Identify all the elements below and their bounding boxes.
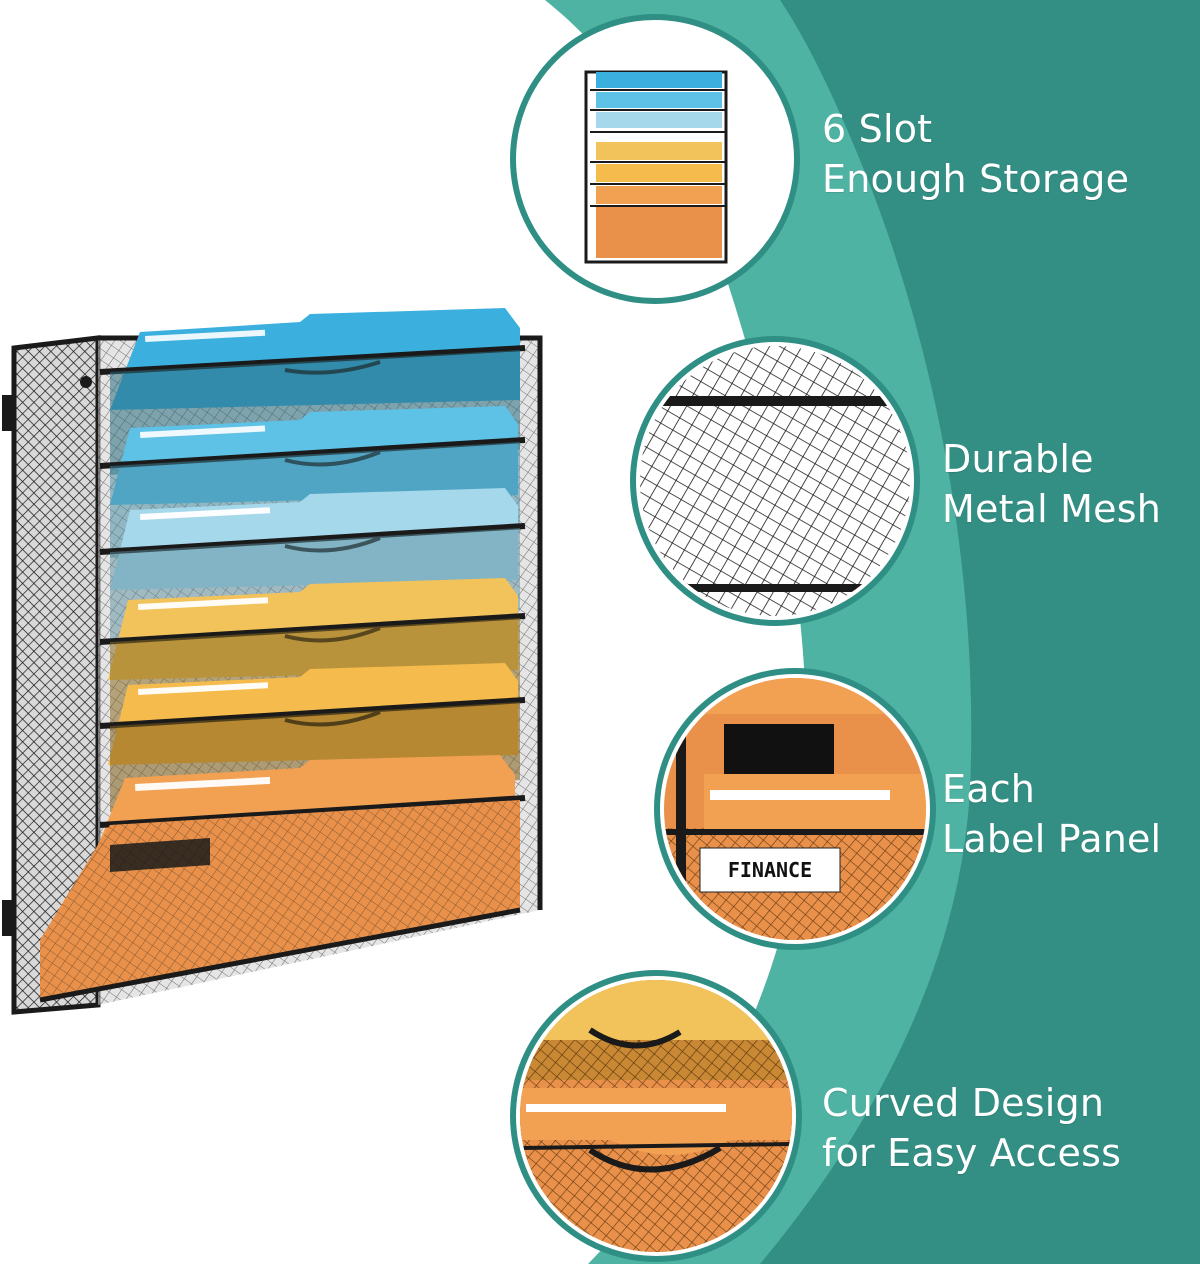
organizer-thumbnail-icon — [516, 20, 794, 298]
feature-metal-mesh: Durable Metal Mesh — [510, 330, 1200, 620]
feature-curved-design: Curved Design for Easy Access — [510, 966, 1200, 1256]
caption-line-1: Durable — [942, 437, 1094, 481]
caption-line-2: Enough Storage — [822, 157, 1130, 201]
feature-caption: 6 Slot Enough Storage — [822, 104, 1129, 204]
caption-line-1: 6 Slot — [822, 107, 933, 151]
caption-line-2: Label Panel — [942, 817, 1162, 861]
feature-caption: Curved Design for Easy Access — [822, 1078, 1121, 1178]
caption-line-1: Curved Design — [822, 1081, 1105, 1125]
feature-caption: Each Label Panel — [942, 764, 1161, 864]
mesh-closeup-icon — [636, 342, 914, 620]
caption-line-2: Metal Mesh — [942, 487, 1162, 531]
feature-label-panel: FINANCE Each Label Panel — [510, 664, 1200, 954]
caption-line-2: for Easy Access — [822, 1131, 1122, 1175]
label-closeup-icon: FINANCE — [660, 674, 930, 944]
feature-six-slot: 6 Slot Enough Storage — [510, 10, 1200, 300]
feature-caption: Durable Metal Mesh — [942, 434, 1161, 534]
curve-closeup-icon — [516, 976, 796, 1256]
finance-label-text: FINANCE — [727, 858, 813, 882]
wall-file-organizer-image — [2, 308, 543, 1015]
caption-line-1: Each — [942, 767, 1036, 811]
